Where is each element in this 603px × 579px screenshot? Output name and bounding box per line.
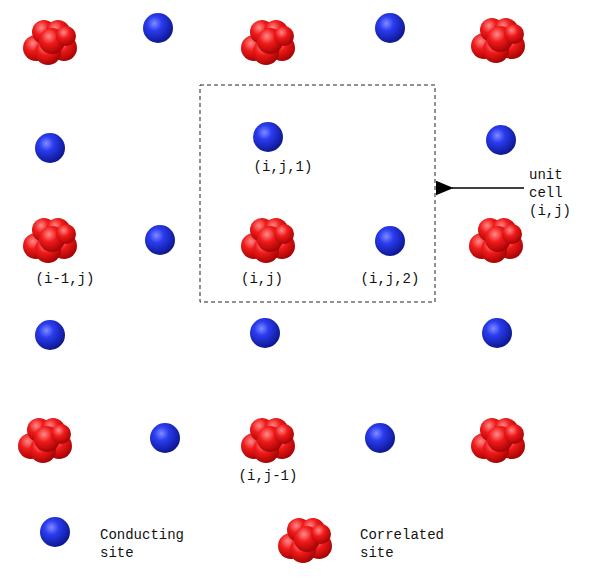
legend-text: Correlated site — [360, 526, 452, 562]
site-label: (i,j,2) — [361, 270, 420, 288]
legend-text: Conducting site — [100, 526, 192, 562]
correlated-sites — [18, 18, 525, 463]
unit-cell-outline — [200, 85, 435, 302]
legend-correlated-sample — [278, 518, 332, 563]
site-label: (i,j-1) — [239, 467, 298, 485]
legend-conducting-sample — [40, 517, 70, 547]
site-label: (i,j) — [241, 270, 283, 288]
leader-arrow — [452, 187, 524, 189]
site-label: (i-1,j) — [36, 270, 95, 288]
conducting-sites — [35, 13, 516, 453]
site-label: (i,j,1) — [254, 158, 313, 176]
unit-cell-label: unit cell (i,j) — [529, 166, 579, 220]
